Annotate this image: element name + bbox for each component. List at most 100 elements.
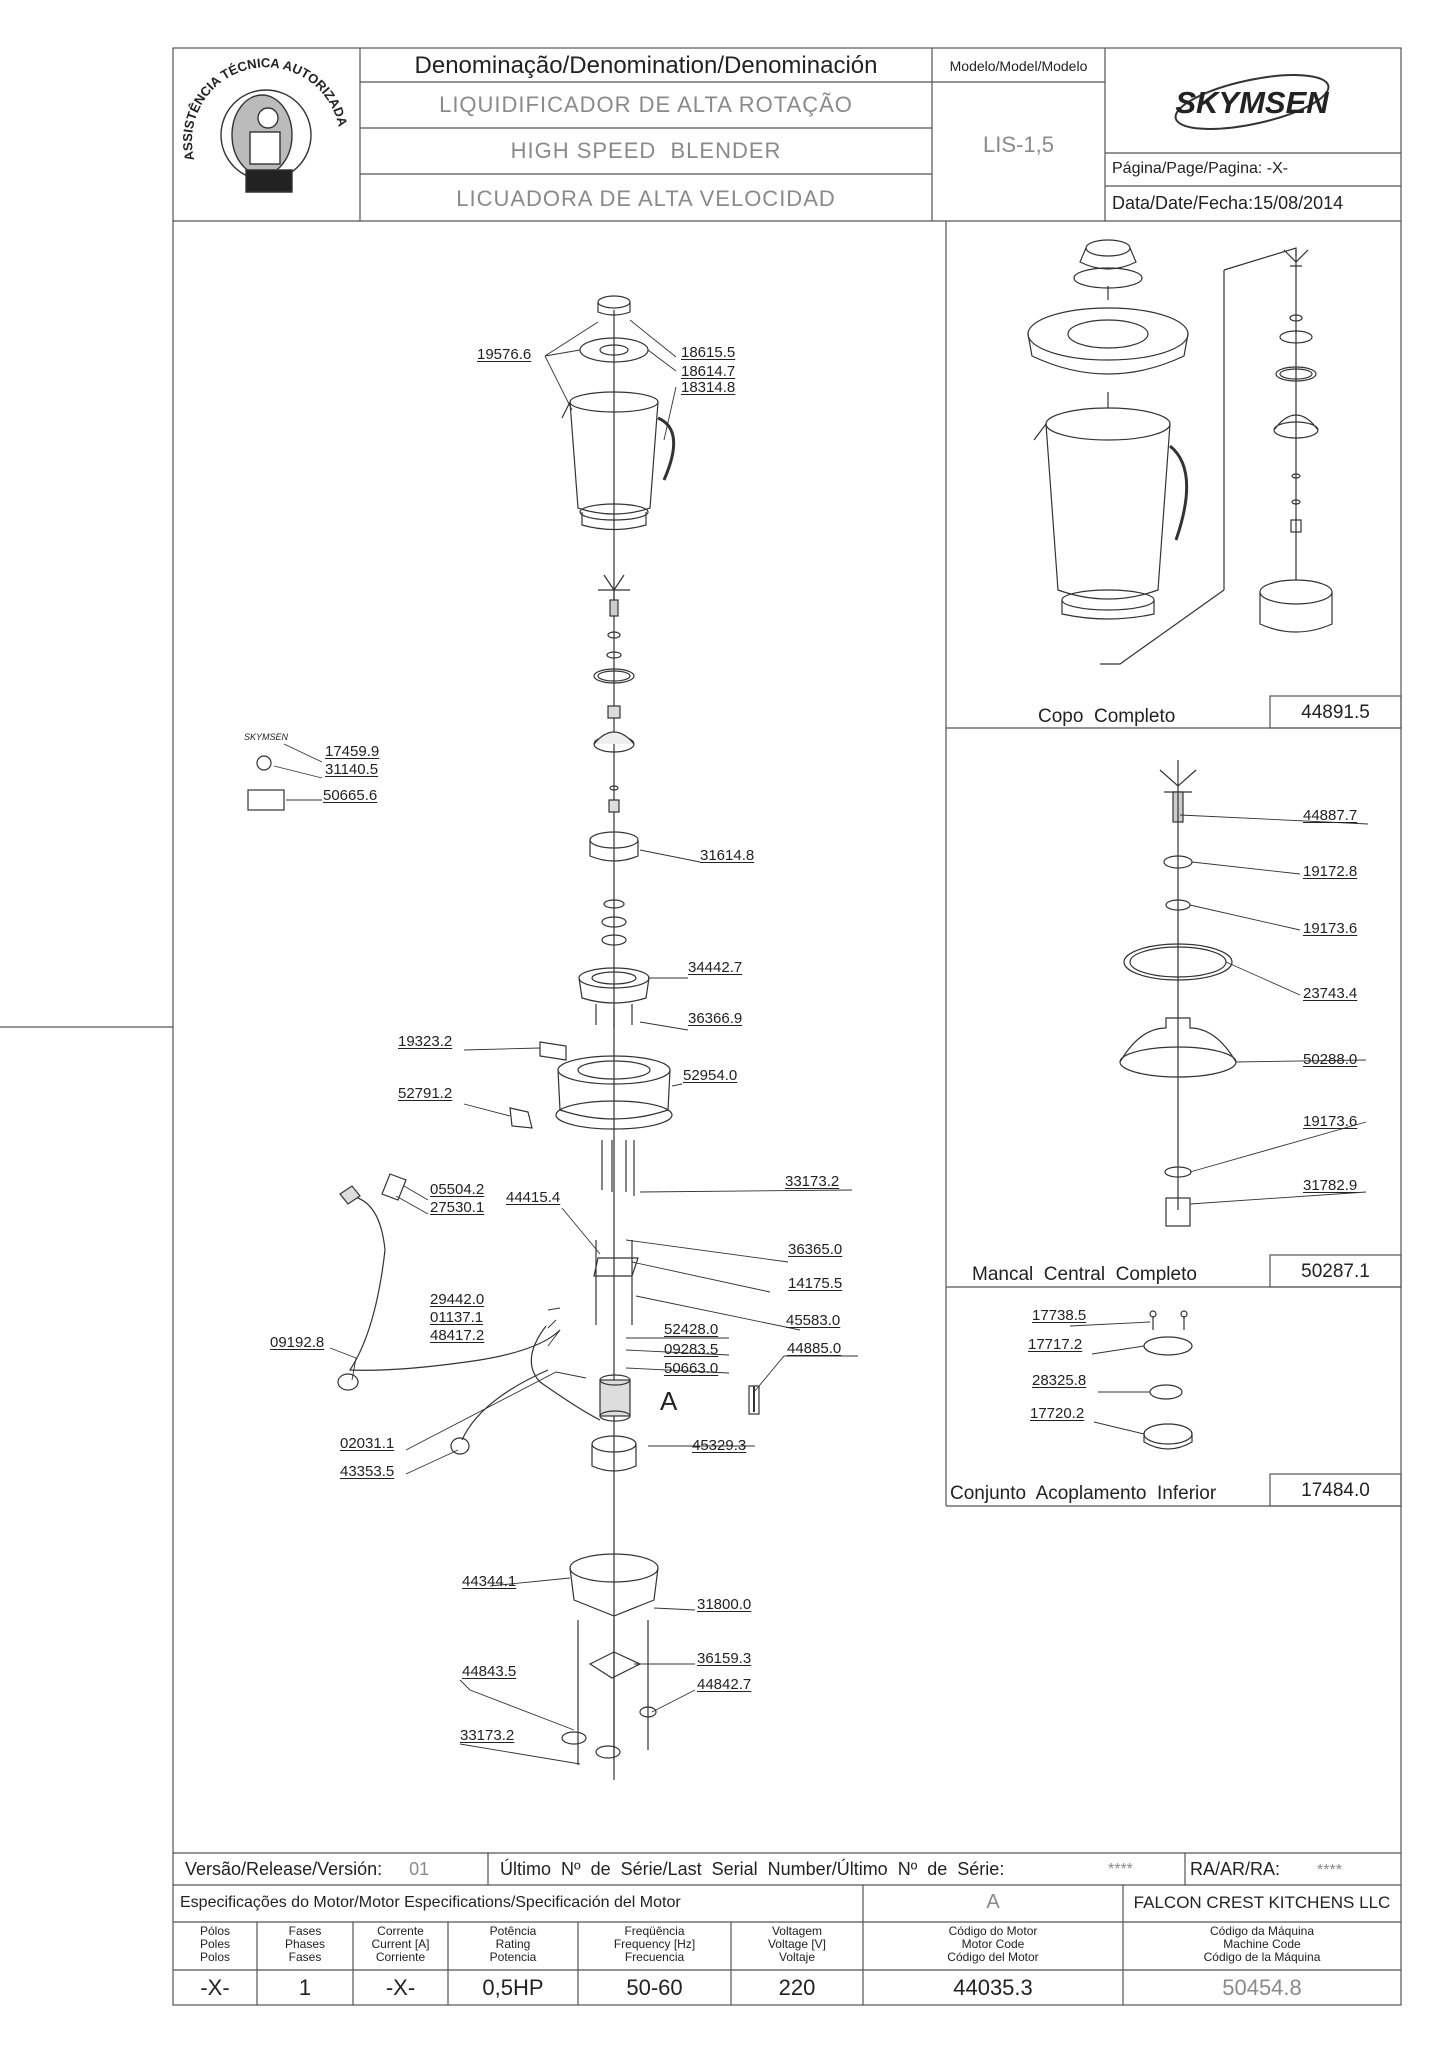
part-label-1: 18615.5	[681, 344, 736, 361]
spec-col-7-l3: Código de la Máquina	[1203, 1950, 1321, 1964]
spec-col-6-l3: Código del Motor	[947, 1950, 1039, 1964]
page-field: Página/Page/Pagina: -X-	[1112, 160, 1288, 178]
spec-col-0-l1: Pólos	[199, 1924, 231, 1938]
part-label-27: 09192.8	[270, 1334, 325, 1351]
part-label-3: 18314.8	[681, 379, 736, 396]
part-label-33: 36159.3	[697, 1650, 752, 1667]
spec-col-value-3: 0,5HP	[482, 1975, 544, 2000]
copo-title: Copo Completo	[1038, 706, 1176, 727]
mancal-drawing	[1119, 760, 1237, 1227]
spec-col-7-l1: Código da Máquina	[1209, 1924, 1315, 1938]
part-label-2: 18614.7	[681, 363, 736, 380]
part-label-16: 33173.2	[785, 1173, 840, 1190]
spec-col-6-l2: Motor Code	[961, 1937, 1025, 1951]
date-label: Data/Date/Fecha:	[1112, 193, 1254, 213]
part-label-5: 31140.5	[325, 761, 379, 778]
spec-col-4-l3: Frecuencia	[624, 1950, 685, 1964]
part-label-29: 43353.5	[340, 1463, 395, 1480]
part-label-4: 17459.9	[325, 743, 380, 760]
part-label-11: 52954.0	[683, 1067, 738, 1084]
spec-col-value-5: 220	[778, 1975, 816, 2000]
spec-col-value-0: -X-	[200, 1975, 230, 2000]
spec-col-5-l3: Voltaje	[778, 1950, 816, 1964]
product-name-pt: LIQUIDIFICADOR DE ALTA ROTAÇÃO	[439, 92, 853, 117]
part-label-10: 19323.2	[398, 1033, 453, 1050]
spec-col-2-l1: Corrente	[377, 1924, 424, 1938]
product-name-es: LICUADORA DE ALTA VELOCIDAD	[456, 186, 836, 211]
part-label-32: 31800.0	[697, 1596, 752, 1613]
part-label-22: 48417.2	[430, 1327, 485, 1344]
part-label-12: 52791.2	[398, 1085, 453, 1102]
spec-col-value-2: -X-	[385, 1975, 416, 2000]
spec-col-1-l1: Fases	[288, 1924, 322, 1938]
spec-col-1-l2: Phases	[284, 1937, 326, 1951]
svg-text:SKYMSEN: SKYMSEN	[244, 732, 289, 742]
part-label-13: 05504.2	[430, 1181, 485, 1198]
page-value: -X-	[1266, 160, 1289, 177]
spec-col-2-l2: Current [A]	[371, 1937, 430, 1951]
mancal-part-label-5: 19173.6	[1303, 1113, 1358, 1130]
spec-col-3-l1: Potência	[489, 1924, 537, 1938]
exploded-view: SKYMSEN	[244, 295, 760, 1780]
part-label-36: 33173.2	[460, 1727, 515, 1744]
spec-col-0-l3: Polos	[199, 1950, 231, 1964]
spec-col-3-l3: Potencia	[489, 1950, 537, 1964]
spec-col-value-4: 50-60	[626, 1975, 683, 2000]
spec-col-4-l1: Freqüência	[624, 1924, 685, 1938]
part-label-30: 45329.3	[692, 1437, 747, 1454]
copo-drawing	[1027, 239, 1333, 665]
part-label-17: 36365.0	[788, 1241, 843, 1258]
spec-col-value-6: 44035.3	[953, 1975, 1033, 2000]
spec-col-7-l2: Machine Code	[1223, 1937, 1301, 1951]
page-label: Página/Page/Pagina:	[1112, 160, 1263, 177]
mancal-code: 50287.1	[1301, 1261, 1370, 1282]
mancal-part-label-3: 23743.4	[1303, 985, 1358, 1002]
motor-spec-label: Especificações do Motor/Motor Especifica…	[180, 1894, 681, 1911]
spec-col-value-1: 1	[298, 1975, 312, 2000]
spec-col-0-l2: Poles	[199, 1937, 231, 1951]
part-label-15: 44415.4	[506, 1189, 561, 1206]
serial-value: ****	[1108, 1861, 1133, 1878]
part-label-6: 50665.6	[323, 787, 378, 804]
svg-text:SKYMSEN: SKYMSEN	[1175, 85, 1329, 120]
denomination-label: Denominação/Denomination/Denominación	[414, 52, 878, 79]
sheet-frame	[172, 47, 1402, 2006]
mancal-part-label-0: 44887.7	[1303, 807, 1358, 824]
part-label-20: 29442.0	[430, 1291, 485, 1308]
spec-col-3-l2: Rating	[495, 1937, 531, 1951]
spec-col-5-l1: Voltagem	[771, 1924, 823, 1938]
part-label-14: 27530.1	[430, 1199, 485, 1216]
part-label-21: 01137.1	[430, 1309, 484, 1326]
customer-name: FALCON CREST KITCHENS LLC	[1133, 1893, 1391, 1912]
part-label-9: 36366.9	[688, 1010, 743, 1027]
part-label-19: 45583.0	[786, 1312, 841, 1329]
acoplamento-part-label-1: 17717.2	[1028, 1336, 1083, 1353]
date-value: 15/08/2014	[1253, 193, 1344, 213]
ra-value: ****	[1317, 1862, 1342, 1879]
seal-logo	[220, 89, 312, 193]
mancal-part-label-6: 31782.9	[1303, 1177, 1358, 1194]
spec-col-value-7: 50454.8	[1222, 1975, 1302, 2000]
spec-col-2-l3: Corriente	[375, 1950, 426, 1964]
mancal-part-label-2: 19173.6	[1303, 920, 1358, 937]
model-label: Modelo/Model/Modelo	[949, 58, 1088, 74]
spec-col-5-l2: Voltage [V]	[767, 1937, 827, 1951]
part-label-28: 02031.1	[340, 1435, 395, 1452]
part-label-26: 50663.0	[664, 1360, 719, 1377]
spec-col-6-l1: Código do Motor	[948, 1924, 1038, 1938]
ra-field: RA/AR/RA: ****	[1190, 1859, 1342, 1880]
part-label-23: 52428.0	[664, 1321, 719, 1338]
part-label-31: 44344.1	[462, 1573, 517, 1590]
motor-variant: A	[986, 1891, 1000, 1913]
model-value: LIS-1,5	[983, 132, 1054, 157]
mancal-title: Mancal Central Completo	[972, 1264, 1197, 1285]
mancal-part-label-4: 50288.0	[1303, 1051, 1358, 1068]
part-label-34: 44843.5	[462, 1663, 517, 1680]
